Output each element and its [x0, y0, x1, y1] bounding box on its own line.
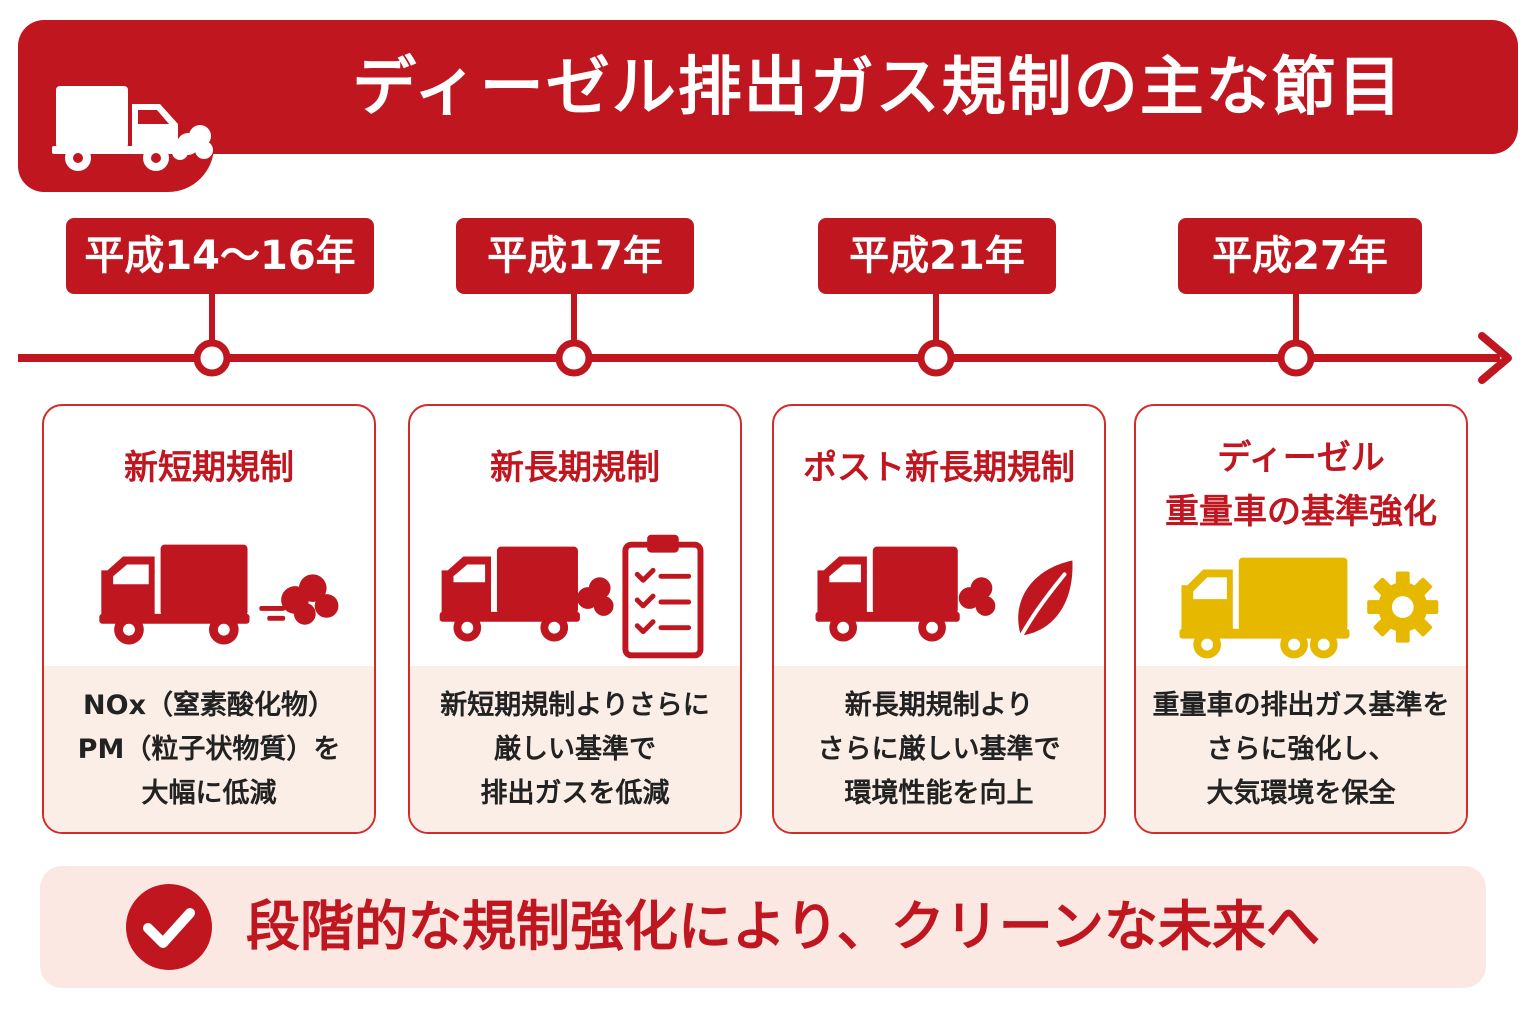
- card-title-line-1: ディーゼル: [1217, 438, 1385, 478]
- leaf-icon: [1013, 560, 1073, 650]
- card-title: 新長期規制: [490, 448, 660, 488]
- summary-text: 段階的な規制強化により、クリーンな未来へ: [246, 895, 1321, 958]
- card-title: 新短期規制: [124, 448, 294, 488]
- year-label-3: 平成21年: [818, 218, 1056, 294]
- milestone-card-4: ディーゼル 重量車の基準強化: [1134, 404, 1468, 834]
- checklist-clipboard-icon: [622, 534, 704, 659]
- gear-icon: [1367, 571, 1439, 643]
- timeline-node: [193, 339, 231, 377]
- milestone-card-1: 新短期規制 NOx（窒素酸化物） PM（粒子状物質）を 大幅に低減: [42, 404, 376, 834]
- card-description: 重量車の排出ガス基準を さらに強化し、 大気環境を保全: [1136, 666, 1466, 832]
- truck-exhaust-icon: [52, 86, 213, 171]
- card-description: 新長期規制より さらに厳しい基準で 環境性能を向上: [774, 666, 1104, 832]
- milestone-card-2: 新長期規制: [408, 404, 742, 834]
- year-label-4: 平成27年: [1178, 218, 1422, 294]
- timeline-node: [555, 339, 593, 377]
- milestone-card-3: ポスト新長期規制 新長期規制より さらに厳しい基準で 環境性能を向上: [772, 404, 1106, 834]
- header-bar: [18, 20, 1518, 154]
- timeline-node: [917, 339, 955, 377]
- page-title: ディーゼル排出ガス規制の主な節目: [352, 51, 1404, 125]
- year-label-1: 平成14〜16年: [66, 218, 374, 294]
- checkmark-icon: [126, 884, 212, 970]
- card-description: 新短期規制よりさらに 厳しい基準で 排出ガスを低減: [410, 666, 740, 832]
- card-title: ポスト新長期規制: [803, 448, 1075, 488]
- truck-leaf-icon: [815, 546, 1073, 650]
- summary-banner: 段階的な規制強化により、クリーンな未来へ: [40, 866, 1486, 988]
- timeline-node: [1277, 339, 1315, 377]
- truck-checklist-icon: [439, 534, 704, 659]
- year-label-2: 平成17年: [456, 218, 694, 294]
- timeline-nodes: [193, 339, 1315, 377]
- header: ディーゼル排出ガス規制の主な節目: [18, 20, 1518, 192]
- card-description: NOx（窒素酸化物） PM（粒子状物質）を 大幅に低減: [44, 666, 374, 832]
- yellow-truck-gear-icon: [1179, 557, 1439, 659]
- truck-smoke-icon: [99, 544, 339, 645]
- timeline-arrow-icon: [1478, 332, 1512, 384]
- card-title-line-2: 重量車の基準強化: [1165, 492, 1437, 532]
- timeline-connectors: [209, 292, 1299, 344]
